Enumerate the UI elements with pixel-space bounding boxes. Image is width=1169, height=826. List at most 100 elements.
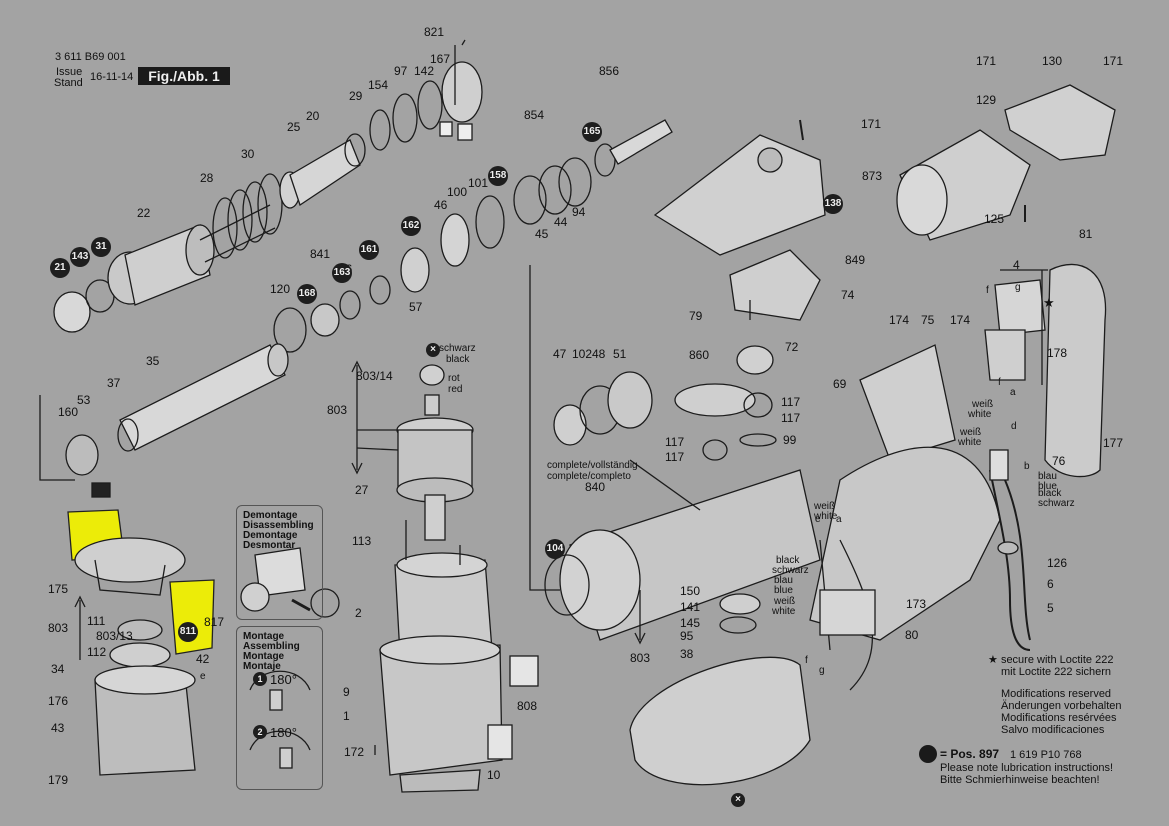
step-2-badge: 2 — [253, 725, 267, 739]
part-number-label: 125 — [984, 212, 1005, 226]
part-number-label: 178 — [1047, 346, 1068, 360]
part-number-label: 30 — [241, 147, 255, 161]
part-number-label: 854 — [524, 108, 545, 122]
part-number-label: 42 — [196, 652, 210, 666]
part-number-label: 803/13 — [96, 629, 133, 643]
part-number-label: 821 — [424, 25, 445, 39]
lubrication-badge: 31 — [91, 237, 111, 257]
part-number-label: 160 — [58, 405, 79, 419]
part-number-label: 179 — [48, 773, 69, 787]
part-number-label: 4 — [1013, 258, 1020, 272]
part-number-label: 9 — [343, 685, 350, 699]
part-number-label: 37 — [107, 376, 121, 390]
wire-color-label: blue — [1038, 481, 1057, 492]
loctite-note-text-1: secure with Loctite 222 — [1000, 654, 1114, 666]
part-number-label: 74 — [841, 288, 855, 302]
mod-note-2: Änderungen vorbehalten — [1001, 700, 1122, 712]
part-number-label: 28 — [200, 171, 214, 185]
part-number-label: 860 — [689, 348, 710, 362]
part-number-label: 176 — [48, 694, 69, 708]
part-number-label: 25 — [287, 120, 301, 134]
part-number-label: 873 — [862, 169, 883, 183]
connection-letter: f — [805, 655, 808, 666]
part-number-label: 803 — [48, 621, 69, 635]
complete-label-2: complete/completo — [547, 471, 631, 482]
star-icon: ★ — [988, 654, 998, 666]
part-number-label: 154 — [368, 78, 389, 92]
lubrication-badge: 161 — [359, 240, 379, 260]
step-2-angle: 180° — [270, 725, 297, 740]
star-icon: ★ — [1043, 295, 1055, 310]
wire-color-label: schwarz — [772, 565, 809, 576]
connection-letter: b — [1024, 461, 1030, 472]
part-number-label: 45 — [535, 227, 549, 241]
part-number-label: 117 — [665, 435, 685, 449]
part-number-label: 171 — [861, 117, 882, 131]
part-number-label: 112 — [87, 645, 107, 659]
part-number-label: 80 — [905, 628, 919, 642]
lubrication-badge: 104 — [545, 539, 565, 559]
part-number-label: 120 — [270, 282, 291, 296]
wire-color-label: red — [448, 384, 463, 395]
figure-label: Fig./Abb. 1 — [138, 67, 230, 85]
part-number-label: 172 — [344, 745, 365, 759]
assembly-title-4: Montaje — [243, 661, 281, 672]
part-number-label: 100 — [447, 185, 468, 199]
part-number-label: 803 — [327, 403, 348, 417]
mod-note-1: Modifications reserved — [1001, 688, 1112, 700]
assembly-title-1: Montage — [243, 631, 285, 642]
lubrication-badge: 165 — [582, 122, 602, 142]
part-number-label: 43 — [51, 721, 65, 735]
lubrication-note-2: Bitte Schmierhinweise beachten! — [940, 774, 1100, 786]
complete-label-1: complete/vollständig — [547, 460, 638, 471]
part-number-label: 102 — [572, 347, 593, 361]
part-number-label: 849 — [845, 253, 866, 267]
pos-number: 1 619 P10 768 — [1010, 749, 1082, 761]
issue-label: Issue — [56, 66, 83, 78]
part-number-label: 6 — [1047, 577, 1054, 591]
part-number-label: 117 — [781, 411, 801, 425]
part-number-label: 75 — [921, 313, 935, 327]
lubrication-badge: 138 — [823, 194, 843, 214]
part-number-label: 95 — [680, 629, 694, 643]
part-number-label: 51 — [613, 347, 627, 361]
stand-label: Stand — [54, 77, 83, 89]
lubrication-badge: 143 — [70, 247, 90, 267]
part-number-label: 22 — [137, 206, 151, 220]
part-number-label: 113 — [352, 534, 372, 548]
part-number-label: 94 — [572, 205, 586, 219]
part-number-label: 856 — [599, 64, 620, 78]
part-number-label: 72 — [785, 340, 799, 354]
wire-color-label: blue — [774, 585, 793, 596]
wire-color-label: rot — [448, 373, 460, 384]
connection-letter: a — [836, 514, 842, 525]
part-number-label: 129 — [976, 93, 997, 107]
part-number-label: 126 — [1047, 556, 1068, 570]
wire-color-label: weiß — [960, 427, 982, 438]
mod-note-3: Modifications resérvées — [1001, 712, 1117, 724]
part-number-label: 44 — [554, 215, 568, 229]
part-number-label: 145 — [680, 616, 701, 630]
connection-letter: g — [819, 665, 825, 676]
part-number-label: 117 — [781, 395, 801, 409]
part-number-label: 171 — [976, 54, 997, 68]
disassembly-title-3: Demontage — [243, 530, 298, 541]
connection-letter: e — [200, 671, 206, 682]
part-number-label: 167 — [430, 52, 451, 66]
part-number-label: 808 — [517, 699, 538, 713]
part-number-label: 69 — [833, 377, 847, 391]
part-number-label: 117 — [665, 450, 685, 464]
wire-color-label: white — [968, 409, 992, 420]
assembly-title-2: Assembling — [243, 641, 300, 652]
connection-letter: f — [998, 377, 1001, 388]
lubrication-badge: 158 — [488, 166, 508, 186]
part-number-label: 34 — [51, 662, 65, 676]
connection-letter: e — [815, 514, 821, 525]
wire-color-label: weiß — [972, 399, 994, 410]
part-number-label: 53 — [77, 393, 91, 407]
lubrication-badge: 163 — [332, 263, 352, 283]
part-number-label: 20 — [306, 109, 320, 123]
wire-color-label: blau — [1038, 471, 1057, 482]
part-number-label: 111 — [87, 614, 106, 628]
